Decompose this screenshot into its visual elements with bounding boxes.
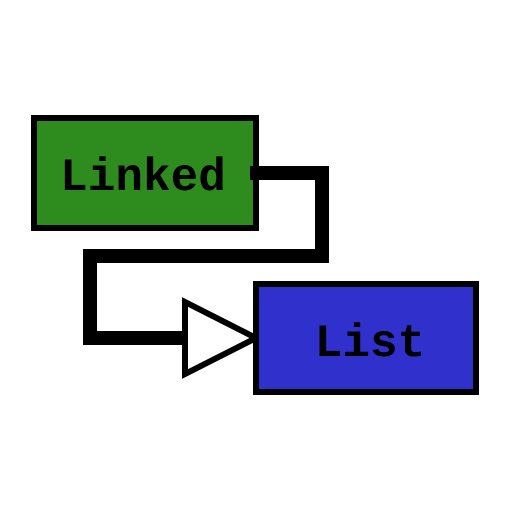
node-list-box [253,281,479,395]
node-list-label: List [315,318,425,370]
connector-line [83,166,329,345]
node-linked-box [31,115,259,231]
node-linked-label: Linked [60,152,226,204]
arrowhead-icon [182,297,263,379]
